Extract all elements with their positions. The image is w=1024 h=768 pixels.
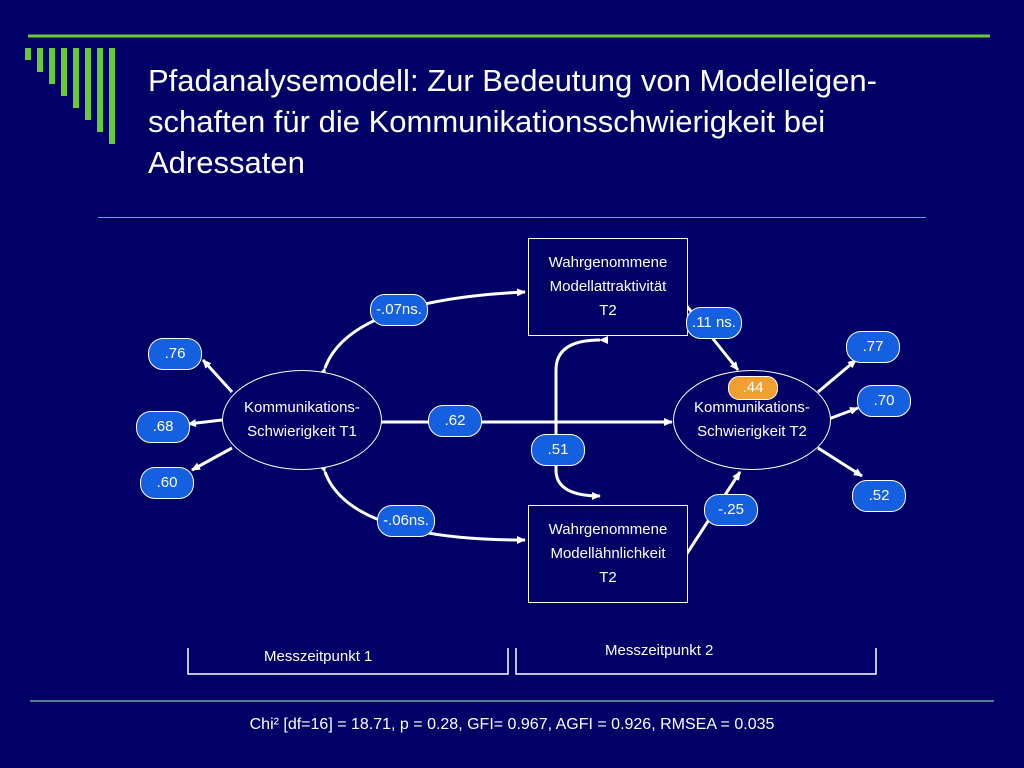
arrow-k2-ind1 [817,358,857,394]
node-attr-line3: T2 [599,302,617,319]
title-line-2: schaften für die Kommunikationsschwierig… [148,104,826,139]
coef-k1-ind3: .60 [140,467,194,499]
coef-attr-k2: .11 ns. [686,307,742,339]
arrow-k1-ind2 [187,418,223,428]
node-modellaehnlichkeit: Wahrgenommene Modellähnlichkeit T2 [528,505,688,603]
model-fit-statistics: Chi² [df=16] = 18.71, p = 0.28, GFI= 0.9… [249,716,775,733]
node-sim-line2: Modellähnlichkeit [550,545,666,562]
node-k1-line1: Kommunikations- [244,399,360,416]
arrow-k1-ind1 [201,358,234,394]
title-divider [98,217,926,218]
coef-k2-ind1: .77 [846,331,900,363]
coef-k1-attr: -.07ns. [370,294,428,326]
node-attr-line1: Wahrgenommene [548,254,668,271]
arrow-k1-ind3 [191,446,233,472]
node-attr-line2: Modellattraktivität [549,278,667,295]
node-k2-line2: Schwierigkeit T2 [697,423,807,440]
time-point-2-label: Messzeitpunkt 2 [605,642,714,659]
coef-k1-k2: .62 [428,405,482,437]
coef-k2-ind3: .52 [852,480,906,512]
coef-sim-k2: -.25 [704,494,758,526]
decorative-bars [25,34,990,144]
coef-k1-ind2: .68 [136,411,190,443]
page-title: Pfadanalysemodell: Zur Bedeutung von Mod… [148,60,1008,183]
coef-k1-sim: -.06ns. [377,505,435,537]
node-modellattraktivitaet: Wahrgenommene Modellattraktivität T2 [528,238,688,336]
node-k1-line2: Schwierigkeit T1 [247,423,357,440]
title-line-1: Pfadanalysemodell: Zur Bedeutung von Mod… [148,63,877,98]
coef-r2-k2: .44 [728,376,778,400]
node-k2-line1: Kommunikations- [694,399,810,416]
arrow-k2-ind3 [817,446,863,478]
coef-attr-sim: .51 [531,434,585,466]
bracket-t2 [515,648,877,675]
title-line-3: Adressaten [148,145,305,180]
node-sim-line3: T2 [599,569,617,586]
time-point-1-label: Messzeitpunkt 1 [264,648,373,665]
node-sim-line1: Wahrgenommene [548,521,668,538]
node-kommunikation-t1: Kommunikations- Schwierigkeit T1 [222,370,382,470]
coef-k1-ind1: .76 [148,338,202,370]
arrow-k2-ind2 [825,406,859,422]
coef-k2-ind2: .70 [857,385,911,417]
bracket-t1 [187,648,509,675]
arrow-attr-sim [554,335,609,500]
